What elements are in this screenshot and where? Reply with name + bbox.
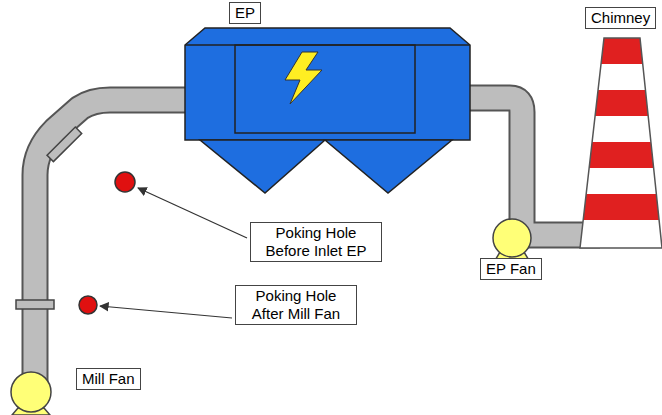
pipe-flange (47, 127, 82, 162)
leader-line (138, 188, 247, 238)
label-text: Poking Hole Before Inlet EP (256, 224, 376, 260)
poking-hole (79, 296, 97, 314)
fan-symbols (11, 219, 531, 415)
label-box: Chimney (585, 7, 656, 29)
pipe-flange (16, 300, 54, 309)
chimney-stack (570, 38, 662, 248)
label-box: EP Fan (480, 258, 542, 280)
electrostatic-precipitator (185, 28, 470, 193)
callout-box: Poking Hole After Mill Fan (235, 285, 357, 325)
label-text: Poking Hole After Mill Fan (241, 287, 351, 323)
label-box: EP (229, 2, 261, 24)
label-text: Mill Fan (82, 370, 135, 388)
label-text: Chimney (591, 9, 650, 27)
label-text: EP (235, 4, 255, 22)
poking-hole (115, 172, 135, 192)
label-text: EP Fan (486, 260, 536, 278)
callout-box: Poking Hole Before Inlet EP (250, 222, 382, 262)
leader-line (100, 306, 232, 318)
duct-pipes (35, 98, 600, 395)
label-box: Mill Fan (76, 368, 141, 390)
